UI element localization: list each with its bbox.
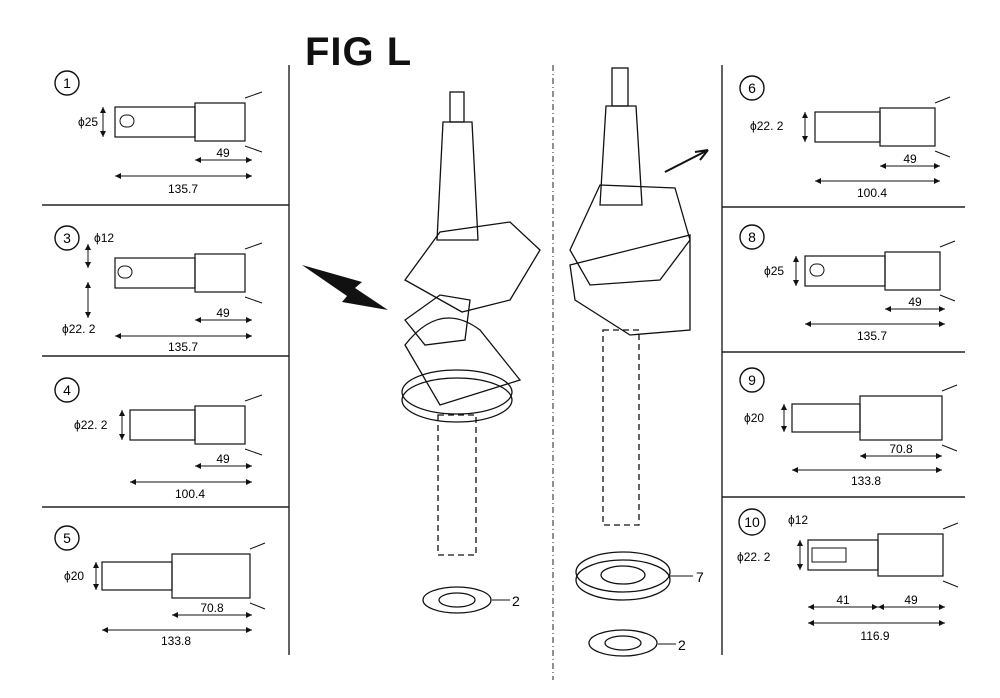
shaft-body	[114, 257, 196, 289]
keyway-slot	[809, 263, 825, 277]
length-short-label: 49	[903, 152, 917, 166]
left-panel-4: 4 ϕ22. 2 49 100.4	[54, 377, 263, 501]
shaft-journal	[171, 553, 251, 599]
shaft-journal	[194, 253, 246, 293]
length-mid-label: 41	[836, 593, 850, 607]
pointer-arrow-right	[664, 149, 709, 173]
part-number-circle	[54, 377, 80, 403]
left-panel-5: 5 ϕ20 70.8 133.8	[54, 525, 266, 648]
callout-washer-right: 2	[678, 637, 686, 653]
shaft-journal	[859, 395, 943, 441]
figure-title: FIG L	[305, 30, 413, 74]
diameter-label: ϕ12	[94, 231, 114, 245]
part-number: 1	[63, 75, 71, 91]
part-number-circle	[739, 224, 765, 250]
panel-frames	[42, 65, 965, 680]
shaft-body	[807, 539, 879, 571]
part-number: 5	[63, 530, 71, 546]
right-panel-10: 10 ϕ12 ϕ22. 2 41 49 116.9	[737, 508, 959, 643]
diameter-label: ϕ12	[788, 513, 808, 527]
part-number: 4	[63, 382, 71, 398]
keyway-slot	[117, 265, 133, 279]
callout-washer-left: 2	[512, 593, 520, 609]
threaded-end	[811, 547, 847, 563]
length-total-label: 135.7	[168, 340, 198, 354]
part-number: 9	[748, 372, 756, 388]
shaft-journal	[877, 533, 944, 577]
shaft-body	[129, 409, 196, 441]
diameter-label: ϕ20	[744, 411, 764, 425]
shaft-body	[791, 403, 861, 433]
length-short-label: 70.8	[200, 601, 224, 615]
shaft-journal	[884, 251, 941, 291]
shaft-body	[114, 106, 196, 138]
diameter-label: ϕ20	[64, 569, 84, 583]
part-number-circle	[54, 70, 80, 96]
left-panel-1: 1 ϕ25 49 135.7	[54, 70, 263, 196]
shaft-body	[101, 561, 173, 591]
part-number: 3	[63, 230, 71, 246]
part-number-circle	[54, 225, 80, 251]
part-number: 6	[748, 80, 756, 96]
length-short-label: 49	[216, 452, 230, 466]
shaft-journal	[194, 405, 246, 445]
length-total-label: 135.7	[168, 182, 198, 196]
length-total-label: 100.4	[857, 186, 887, 200]
part-number-circle	[739, 367, 765, 393]
length-short-label: 49	[216, 146, 230, 160]
part-number: 10	[744, 514, 760, 530]
length-total-label: 116.9	[860, 629, 889, 643]
diameter-label: ϕ25	[764, 264, 784, 278]
length-short-label: 49	[904, 593, 918, 607]
diameter-label: ϕ22. 2	[750, 119, 784, 133]
part-number-circle	[738, 508, 766, 536]
length-short-label: 49	[908, 295, 922, 309]
length-total-label: 133.8	[161, 634, 191, 648]
shaft-body	[804, 255, 886, 287]
left-crankshaft-illustration	[401, 91, 541, 614]
diameter-label: ϕ22. 2	[737, 550, 771, 564]
shaft-body	[814, 111, 881, 143]
right-panel-6: 6 ϕ22. 2 49 100.4	[739, 75, 951, 200]
right-crankshaft-illustration	[569, 67, 691, 657]
callout-gear-right: 7	[696, 569, 704, 585]
part-number: 8	[748, 229, 756, 245]
length-short-label: 49	[216, 306, 230, 320]
length-total-label: 133.8	[851, 474, 881, 488]
shaft-journal	[194, 102, 246, 142]
shaft-journal	[879, 107, 936, 147]
diameter-label: ϕ25	[78, 115, 98, 129]
part-number-circle	[54, 525, 80, 551]
left-panel-3: 3 ϕ12 ϕ22. 2 49 135.7	[54, 225, 263, 354]
right-panel-8: 8 ϕ25 49 135.7	[739, 224, 956, 343]
length-total-label: 135.7	[857, 329, 887, 343]
diameter-label: ϕ22. 2	[62, 322, 96, 336]
length-short-label: 70.8	[889, 442, 913, 456]
right-panel-9: 9 ϕ20 70.8 133.8	[739, 367, 958, 488]
diameter-label: ϕ22. 2	[74, 418, 108, 432]
part-number-circle	[739, 75, 765, 101]
keyway-slot	[119, 114, 135, 128]
pointer-arrow-left	[302, 265, 388, 310]
length-total-label: 100.4	[175, 487, 205, 501]
